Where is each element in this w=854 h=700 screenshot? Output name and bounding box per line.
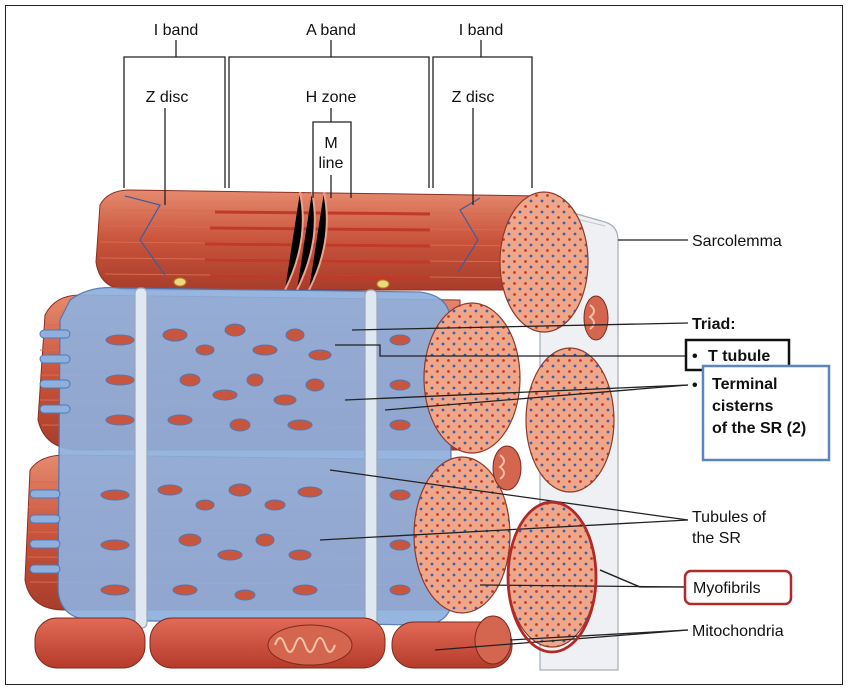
label-z-disc-left: Z disc: [146, 89, 189, 106]
label-terminal-1: Terminal: [712, 376, 778, 393]
label-a-band: A band: [306, 22, 356, 39]
label-tubules-1: Tubules of: [692, 509, 767, 526]
bullet-terminal: •: [692, 377, 698, 394]
mitochondria-group: [34, 295, 609, 669]
sarcoplasmic-reticulum: [29, 277, 453, 629]
label-terminal-3: of the SR (2): [712, 420, 806, 437]
myofibrils-box: [683, 569, 793, 606]
label-m-line-2: line: [319, 155, 344, 172]
label-mitochondria: Mitochondria: [692, 623, 784, 640]
myofibril-end-caps: [413, 302, 615, 648]
band-brackets: [123, 40, 533, 205]
leader-lines: [319, 239, 689, 651]
terminal-cisterns-box: [701, 364, 831, 462]
label-i-band-right: I band: [459, 22, 503, 39]
label-z-disc-right: Z disc: [452, 89, 495, 106]
label-i-band-left: I band: [154, 22, 198, 39]
label-h-zone: H zone: [306, 89, 357, 106]
label-tubules-2: the SR: [692, 530, 741, 547]
label-m-line-1: M: [324, 135, 337, 152]
top-myofibril: [95, 189, 589, 333]
label-triad: Triad:: [692, 316, 736, 333]
label-terminal-2: cisterns: [712, 398, 773, 415]
bullet-t-tubule: •: [692, 348, 698, 365]
label-t-tubule: T tubule: [708, 348, 770, 365]
label-sarcolemma: Sarcolemma: [692, 233, 782, 250]
myofibril-highlight-circle: [506, 500, 598, 654]
label-myofibrils: Myofibrils: [693, 580, 761, 597]
